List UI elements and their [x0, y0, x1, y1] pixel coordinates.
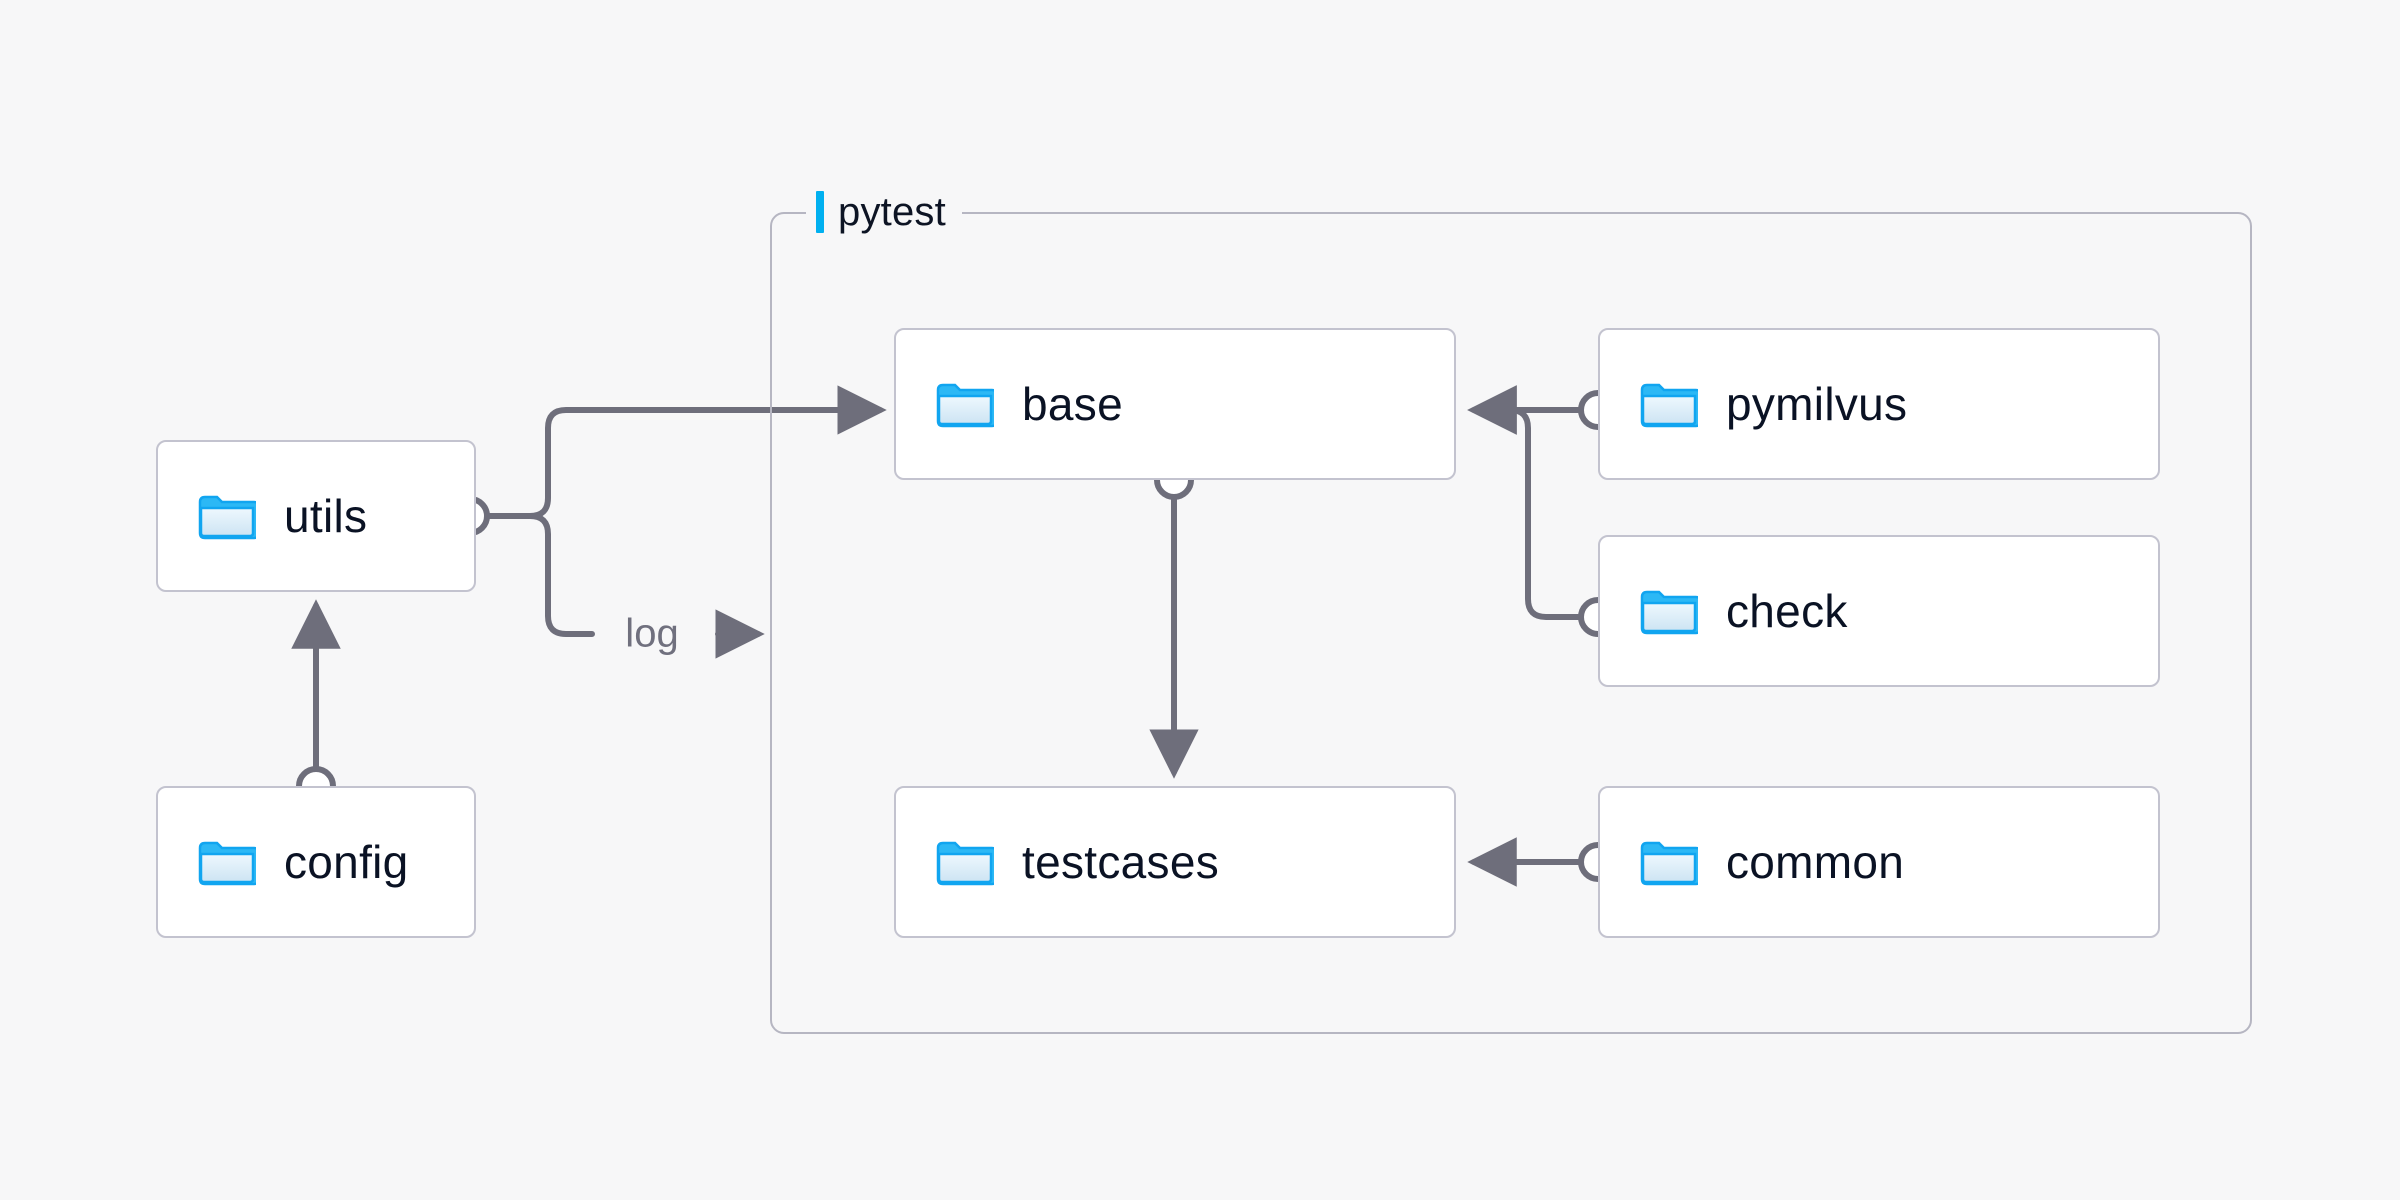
node-label: base: [1022, 378, 1123, 430]
group-label-text: pytest: [838, 189, 946, 234]
node-label: utils: [284, 490, 368, 542]
folder-icon: [198, 841, 256, 886]
node-label: pymilvus: [1726, 378, 1908, 430]
folder-icon: [1640, 590, 1698, 635]
node-check[interactable]: check: [1598, 535, 2160, 687]
node-testcases[interactable]: testcases: [894, 786, 1456, 938]
node-pymilvus[interactable]: pymilvus: [1598, 328, 2160, 480]
folder-icon: [1640, 383, 1698, 428]
folder-icon: [936, 383, 994, 428]
folder-icon: [936, 841, 994, 886]
folder-icon: [198, 495, 256, 540]
node-label: testcases: [1022, 836, 1220, 888]
group-accent-bar: [816, 191, 824, 233]
node-base[interactable]: base: [894, 328, 1456, 480]
pytest-group-container[interactable]: [770, 212, 2252, 1034]
node-utils[interactable]: utils: [156, 440, 476, 592]
node-label: config: [284, 836, 409, 888]
edge-label-log: log: [615, 611, 689, 657]
edge-utils-to-log: [527, 513, 595, 637]
node-label: check: [1726, 585, 1848, 637]
folder-icon: [1640, 841, 1698, 886]
node-label: common: [1726, 836, 1905, 888]
node-common[interactable]: common: [1598, 786, 2160, 938]
node-config[interactable]: config: [156, 786, 476, 938]
pytest-group-label: pytest: [806, 189, 962, 235]
